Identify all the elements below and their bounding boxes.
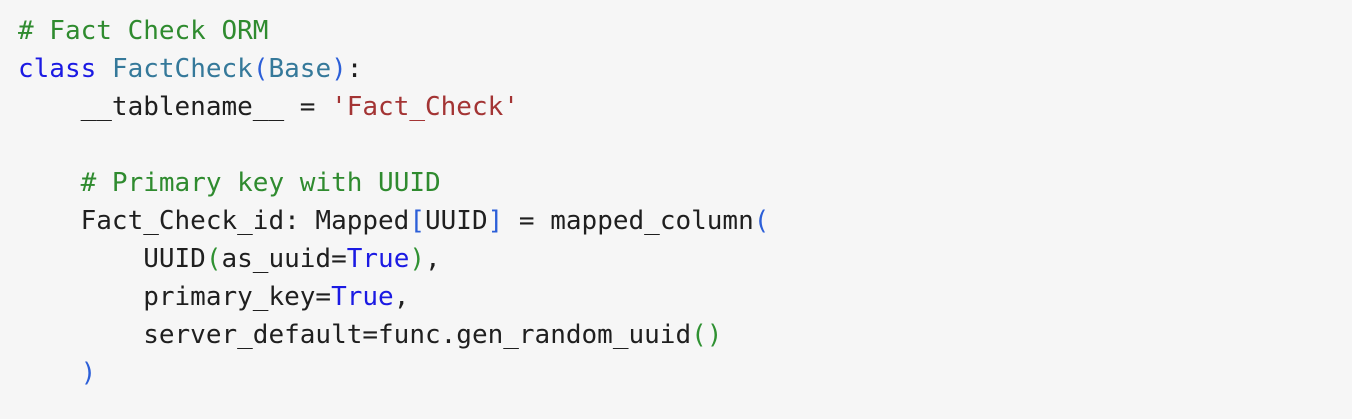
code-token-default: UUID: [425, 206, 488, 236]
code-line: ): [18, 354, 1352, 392]
code-token-default: ,: [425, 244, 441, 274]
code-token-bracket1: ): [80, 358, 97, 388]
code-line: server_default=func.gen_random_uuid(): [18, 316, 1352, 354]
code-line: # Fact Check ORM: [18, 12, 1352, 50]
code-token-bracket2: ): [706, 320, 723, 350]
code-line: [18, 126, 1352, 164]
code-token-keyword: True: [331, 282, 394, 312]
code-token-bracket2: (: [691, 320, 707, 350]
code-token-default: = mapped_column: [503, 206, 754, 236]
code-token-default: as_uuid=: [221, 244, 347, 274]
code-token-bracket2: ): [409, 244, 426, 274]
code-token-default: [18, 168, 81, 198]
code-token-default: :: [346, 54, 363, 84]
code-token-string: 'Fact_Check': [331, 92, 519, 122]
code-token-comment: # Fact Check ORM: [18, 16, 269, 46]
code-token-comment: # Primary key with UUID: [80, 168, 441, 198]
code-token-default: [96, 54, 112, 84]
code-token-bracket1: [: [409, 206, 425, 236]
code-token-class: FactCheck: [111, 54, 253, 84]
code-token-bracket1: ]: [487, 206, 504, 236]
code-token-default: server_default=func.gen_random_uuid: [18, 320, 692, 350]
code-token-default: __tablename__ =: [18, 92, 332, 122]
code-token-keyword: class: [18, 54, 97, 84]
code-token-bracket1: (: [252, 54, 269, 84]
code-token-default: UUID: [18, 244, 206, 274]
code-line: UUID(as_uuid=True),: [18, 240, 1352, 278]
code-line: class FactCheck(Base):: [18, 50, 1352, 88]
code-token-bracket1: ): [331, 54, 347, 84]
code-line: Fact_Check_id: Mapped[UUID] = mapped_col…: [18, 202, 1352, 240]
code-line: primary_key=True,: [18, 278, 1352, 316]
code-token-default: [18, 358, 81, 388]
code-token-bracket2: (: [205, 244, 222, 274]
code-token-bracket1: (: [753, 206, 770, 236]
code-line: __tablename__ = 'Fact_Check': [18, 88, 1352, 126]
code-token-keyword: True: [346, 244, 410, 274]
code-token-class: Base: [268, 54, 332, 84]
code-line: # Primary key with UUID: [18, 164, 1352, 202]
code-token-default: Fact_Check_id: Mapped: [18, 206, 410, 236]
code-token-default: ,: [393, 282, 410, 312]
code-token-default: primary_key=: [18, 282, 332, 312]
